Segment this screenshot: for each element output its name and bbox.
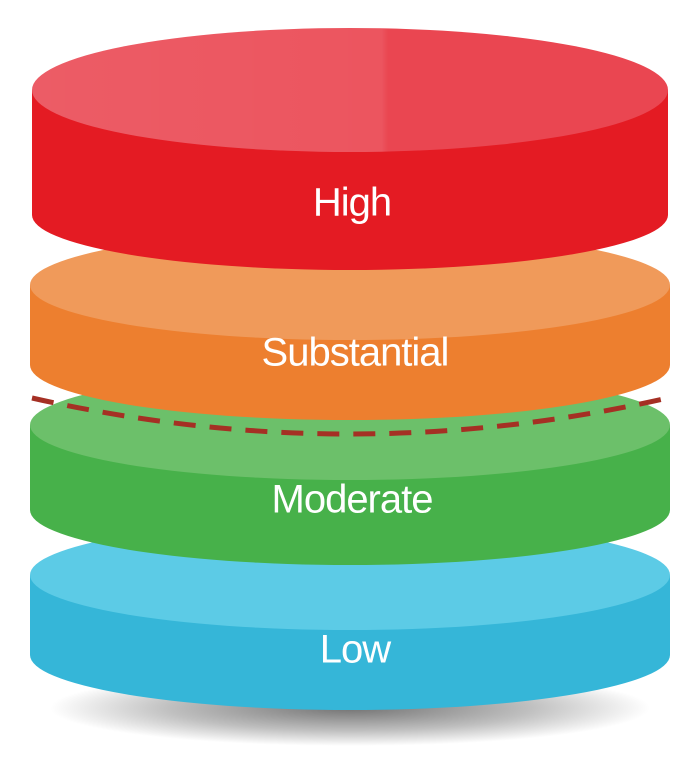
layer-high: High	[32, 28, 668, 270]
layer-high-label: High	[313, 181, 391, 225]
layer-substantial-label: Substantial	[262, 331, 449, 375]
layer-low-label: Low	[320, 628, 391, 672]
layer-moderate-label: Moderate	[272, 478, 433, 522]
layer-high-top-sheen	[32, 28, 668, 152]
threshold-dashed-line	[31, 395, 669, 437]
